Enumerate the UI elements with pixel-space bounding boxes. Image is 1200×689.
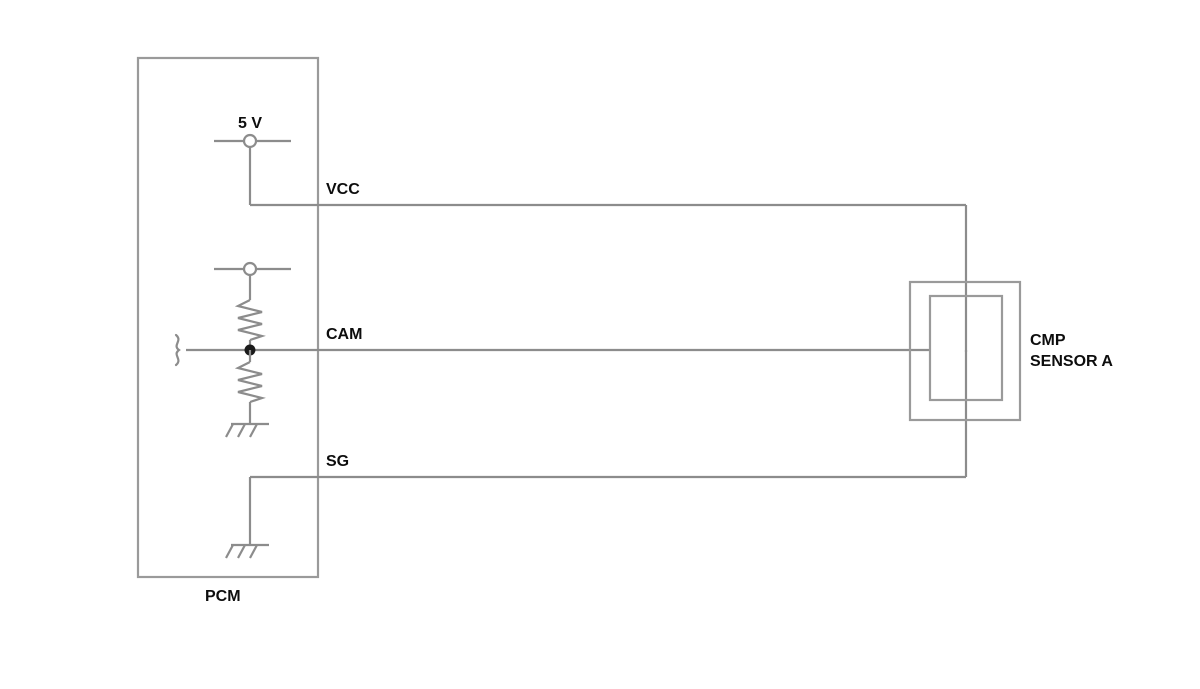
sensor-inner-box (928, 294, 1004, 402)
pullup-terminal-circle (242, 261, 258, 277)
supply-voltage-label: 5 V (238, 115, 262, 132)
vcc-label: VCC (326, 181, 360, 198)
pullup-resistor-symbol (234, 299, 266, 342)
sensor-label-line2: SENSOR A (1030, 353, 1113, 370)
sg-ground-symbol (225, 543, 269, 559)
pulldown-resistor-symbol (234, 361, 266, 404)
sensor-outer-box (908, 280, 1022, 422)
sg-label: SG (326, 453, 349, 470)
cam-label: CAM (326, 326, 362, 343)
pcm-module-box (136, 56, 320, 579)
supply-terminal-circle (242, 133, 258, 149)
pcm-label: PCM (205, 588, 241, 605)
cam-pulldown-ground-symbol (225, 422, 269, 438)
sensor-label-line1: CMP (1030, 332, 1066, 349)
cam-wire-break-icon (174, 333, 181, 367)
